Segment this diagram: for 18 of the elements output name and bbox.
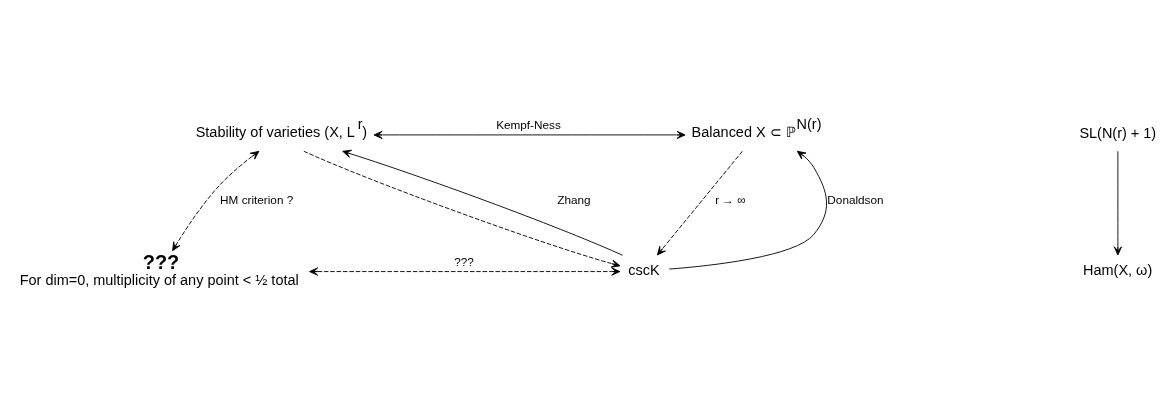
edge-label: r → ∞ bbox=[715, 192, 746, 206]
arrow bbox=[1113, 150, 1122, 255]
label: Zhang bbox=[557, 192, 591, 206]
edge-label: HM criterion ? bbox=[220, 192, 294, 206]
node-text: Ham(X, ω) bbox=[1083, 261, 1153, 278]
edge-label: Donaldson bbox=[827, 192, 884, 206]
arrow bbox=[172, 150, 260, 251]
node-text: ??? For dim=0, multiplicity of any point < ½ total bbox=[19, 250, 299, 288]
arrow bbox=[373, 130, 686, 139]
edge-label: ??? bbox=[454, 254, 474, 268]
arrow bbox=[303, 150, 621, 268]
arrow bbox=[668, 150, 827, 270]
arrow bbox=[656, 150, 743, 255]
node-text: cscK bbox=[628, 261, 660, 278]
edge-label: Kempf-Ness bbox=[496, 117, 561, 131]
arrow bbox=[309, 266, 621, 276]
arrow bbox=[342, 149, 623, 256]
node-text: SL(N(r) + 1) bbox=[1079, 124, 1157, 141]
